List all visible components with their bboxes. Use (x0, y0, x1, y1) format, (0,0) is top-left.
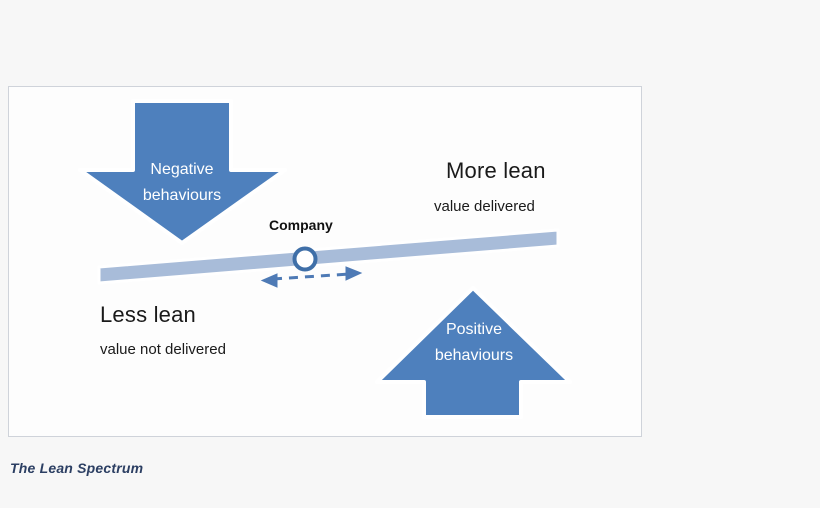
positive-behaviours-line-1: Positive (445, 321, 503, 338)
negative-behaviours-line-1: Negative (150, 161, 214, 178)
company-label: Company (269, 217, 333, 233)
less-lean-heading: Less lean (100, 302, 196, 327)
diagram-caption: The Lean Spectrum (10, 460, 144, 476)
negative-behaviours-line-2: behaviours (142, 187, 222, 204)
more-lean-heading: More lean (446, 158, 546, 183)
positive-behaviours-label: Positive behaviours (412, 317, 536, 369)
more-lean-subheading: value delivered (434, 198, 535, 215)
negative-behaviours-label: Negative behaviours (122, 157, 242, 209)
less-lean-subheading: value not delivered (100, 341, 226, 358)
positive-behaviours-line-2: behaviours (434, 347, 514, 364)
diagram-frame (8, 86, 642, 437)
